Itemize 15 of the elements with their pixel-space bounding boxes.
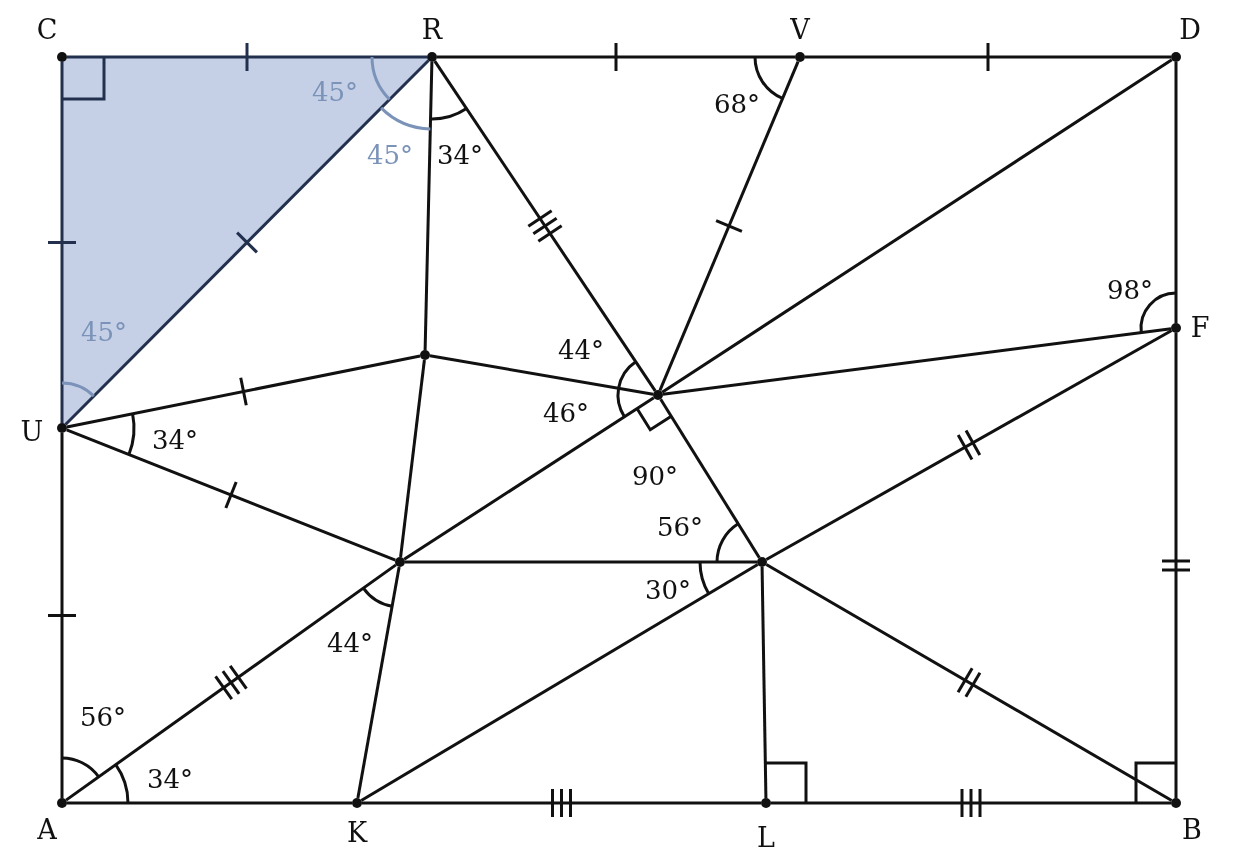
angle-label: 44° bbox=[557, 335, 605, 365]
angle-label: 46° bbox=[542, 398, 590, 428]
angle-label: 68° bbox=[713, 89, 761, 119]
angle-label: 56° bbox=[79, 702, 127, 732]
angle-label: 44° bbox=[326, 628, 374, 658]
angle-label: 34° bbox=[436, 140, 484, 170]
angle-label: 34° bbox=[146, 764, 194, 794]
angle-label: 45° bbox=[311, 77, 359, 107]
angle-label: 98° bbox=[1106, 275, 1154, 305]
angle-label: 30° bbox=[644, 575, 692, 605]
angle-label: 45° bbox=[80, 317, 128, 347]
angle-label: 56° bbox=[656, 512, 704, 542]
angle-label: 45° bbox=[366, 140, 414, 170]
angle-label: 34° bbox=[151, 425, 199, 455]
angle-label: 90° bbox=[631, 461, 679, 491]
